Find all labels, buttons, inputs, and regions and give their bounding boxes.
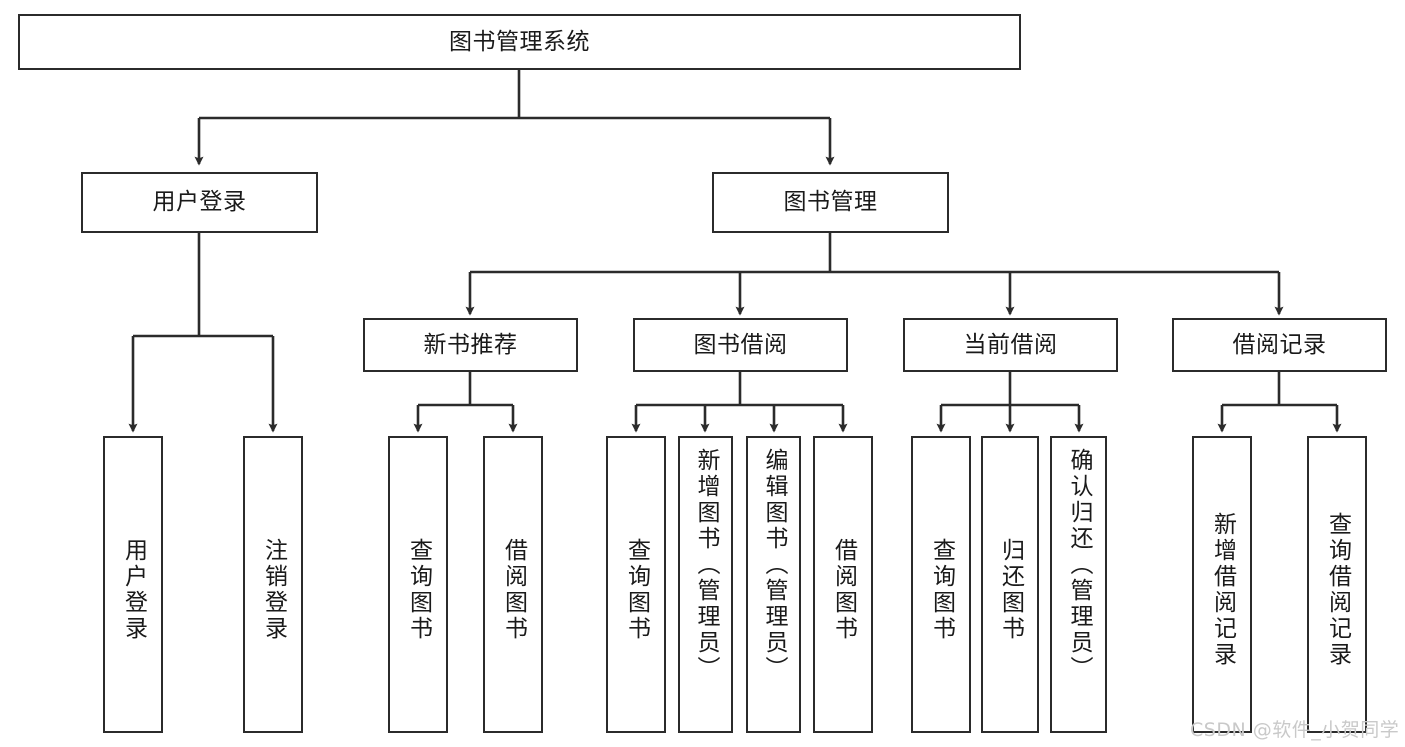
leaf-book-borrow-add-book-admin[interactable]: 新增图书（管理员）: [678, 436, 733, 733]
node-label: 借阅图书: [830, 537, 857, 642]
node-label: 新增图书（管理员）: [693, 448, 719, 682]
node-label: 用户登录: [120, 537, 147, 642]
leaf-book-borrow-edit-book-admin[interactable]: 编辑图书（管理员）: [746, 436, 801, 733]
leaf-borrow-record-query-record[interactable]: 查询借阅记录: [1307, 436, 1367, 733]
node-label: 借阅图书: [500, 537, 527, 642]
node-user-login[interactable]: 用户登录: [81, 172, 318, 233]
node-label: 确认归还（管理员）: [1066, 448, 1092, 682]
csdn-watermark: CSDN @软件_小贺同学: [1190, 719, 1400, 741]
node-root-book-management-system[interactable]: 图书管理系统: [18, 14, 1021, 70]
node-book-borrow[interactable]: 图书借阅: [633, 318, 848, 372]
leaf-book-borrow-query-book[interactable]: 查询图书: [606, 436, 666, 733]
node-current-borrow[interactable]: 当前借阅: [903, 318, 1118, 372]
node-label: 查询图书: [405, 537, 432, 642]
node-label: 图书管理: [783, 189, 878, 216]
node-label: 新增借阅记录: [1209, 511, 1236, 668]
leaf-current-borrow-return-book[interactable]: 归还图书: [981, 436, 1039, 733]
node-label: 当前借阅: [963, 331, 1058, 358]
leaf-borrow-record-add-record[interactable]: 新增借阅记录: [1192, 436, 1252, 733]
node-label: 归还图书: [997, 537, 1024, 642]
leaf-new-book-query-book[interactable]: 查询图书: [388, 436, 448, 733]
node-label: 借阅记录: [1232, 331, 1327, 358]
leaf-user-login-logout[interactable]: 注销登录: [243, 436, 303, 733]
node-label: 图书管理系统: [449, 28, 590, 55]
node-label: 编辑图书（管理员）: [761, 448, 787, 682]
node-label: 注销登录: [260, 537, 287, 642]
node-label: 查询图书: [623, 537, 650, 642]
node-label: 新书推荐: [423, 331, 518, 358]
node-label: 图书借阅: [693, 331, 788, 358]
node-new-book-recommend[interactable]: 新书推荐: [363, 318, 578, 372]
node-book-management[interactable]: 图书管理: [712, 172, 949, 233]
leaf-user-login-login[interactable]: 用户登录: [103, 436, 163, 733]
node-borrow-record[interactable]: 借阅记录: [1172, 318, 1387, 372]
node-label: 用户登录: [152, 189, 247, 216]
node-label: 查询图书: [928, 537, 955, 642]
leaf-current-borrow-query-book[interactable]: 查询图书: [911, 436, 971, 733]
leaf-book-borrow-borrow-book[interactable]: 借阅图书: [813, 436, 873, 733]
leaf-new-book-borrow-book[interactable]: 借阅图书: [483, 436, 543, 733]
node-label: 查询借阅记录: [1324, 511, 1351, 668]
leaf-current-borrow-confirm-return-admin[interactable]: 确认归还（管理员）: [1050, 436, 1107, 733]
